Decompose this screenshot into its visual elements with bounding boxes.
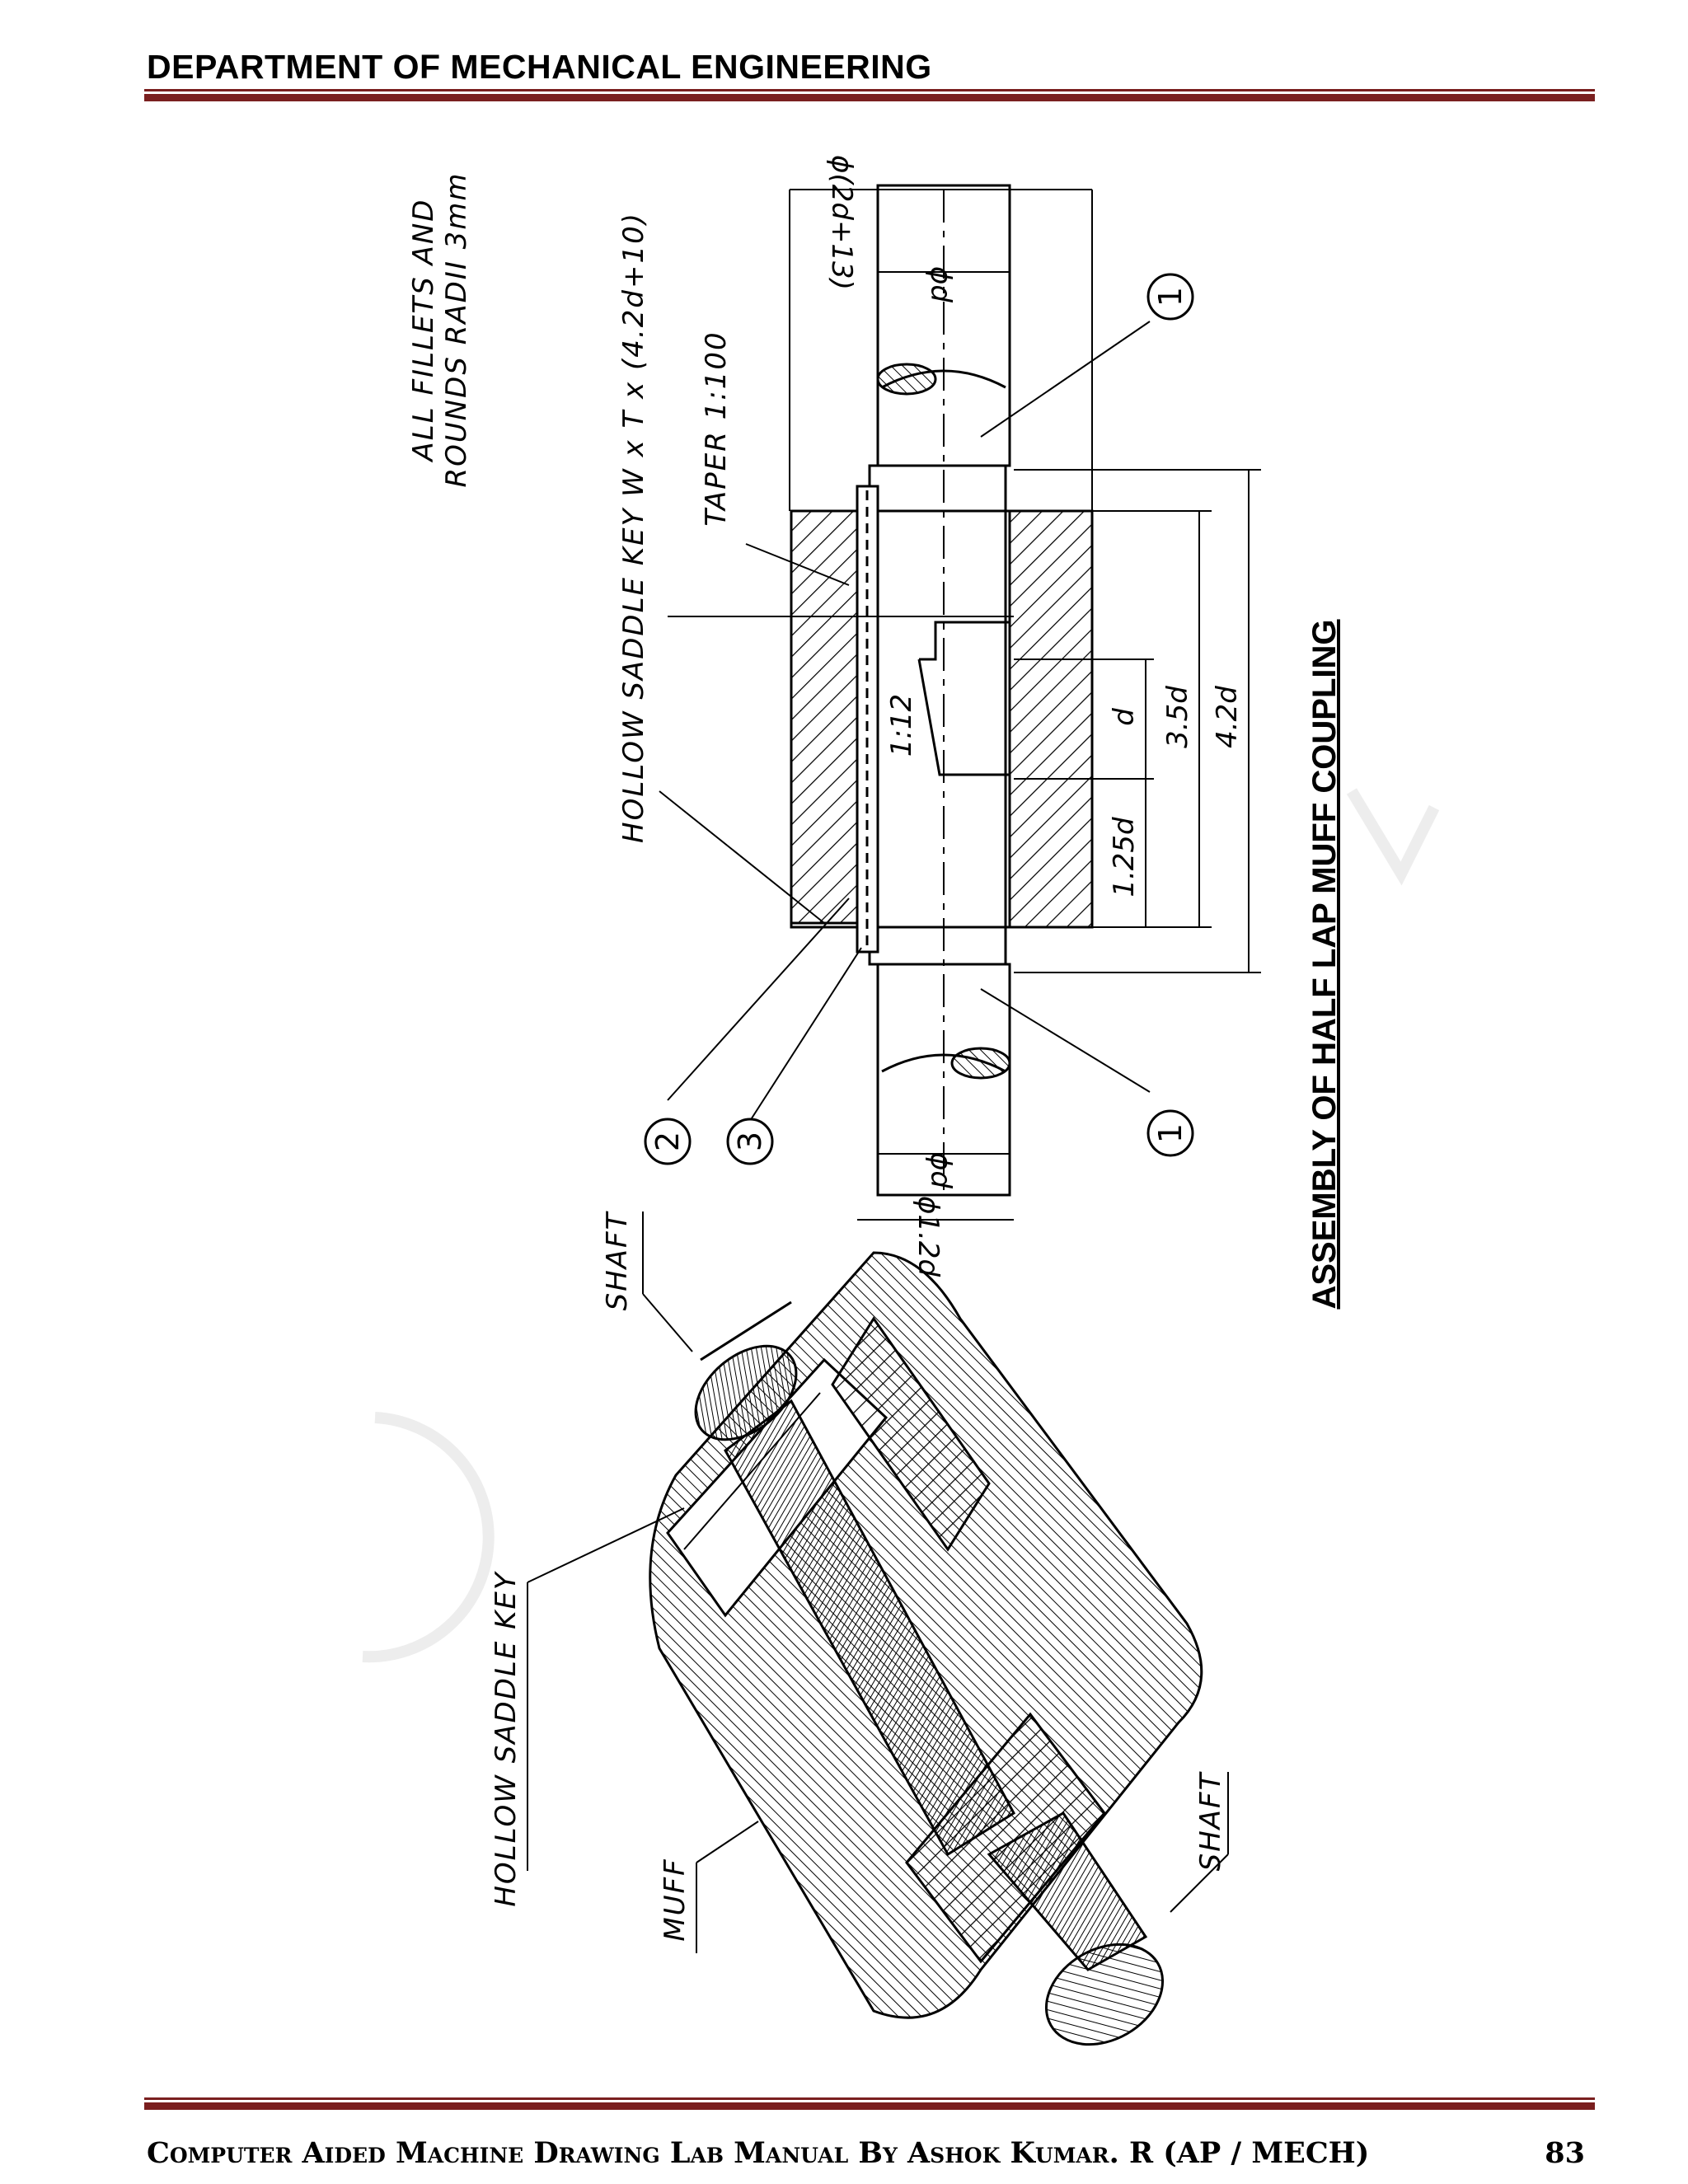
shaft-bottom-end — [1044, 1943, 1165, 2046]
half-length-dim: 1.25d — [1108, 817, 1141, 898]
header-rule — [144, 89, 1595, 101]
lap-length-dim: d — [1108, 708, 1141, 726]
sectional-view — [659, 184, 1261, 1221]
pictorial-shaft-bottom-label: SHAFT — [1194, 1771, 1227, 1871]
key-length-dim: 4.2d — [1211, 686, 1244, 748]
pictorial-key-label: HOLLOW SADDLE KEY — [490, 1571, 523, 1907]
pictorial-view — [527, 1212, 1229, 2046]
balloon-2-label: 2 — [649, 1132, 686, 1151]
shaft-bottom-body — [987, 1811, 1148, 1971]
key-spec-label: HOLLOW SADDLE KEY W x T x (4.2d+10) — [617, 212, 650, 843]
part-balloons — [644, 273, 1194, 1165]
balloon-3-label: 3 — [732, 1132, 768, 1151]
watermark — [362, 788, 1440, 1663]
shoulder-dia-dim: ϕ1.2d — [912, 1196, 945, 1277]
shaft-top-end — [694, 1344, 798, 1441]
note-fillets-line1: ALL FILLETS AND — [407, 199, 440, 463]
shaft-right-end — [876, 184, 1011, 467]
pictorial-shaft-top-label: SHAFT — [601, 1211, 634, 1310]
pictorial-muff-label: MUFF — [659, 1858, 692, 1941]
muff-cut-face-lower — [905, 1712, 1106, 1964]
balloon-2 — [644, 1118, 692, 1165]
footer-rule — [144, 2097, 1595, 2110]
taper-label: TAPER 1:100 — [700, 330, 733, 526]
shaft-dia-right-dim: ϕd — [924, 266, 957, 302]
page-number: 83 — [1545, 2136, 1585, 2170]
outer-dia-dim: ϕ(2d+13) — [825, 155, 858, 290]
balloon-1-top — [1146, 273, 1194, 321]
lap-slope-label: 1:12 — [885, 694, 918, 757]
muff-length-dim: 3.5d — [1161, 686, 1194, 748]
page-header: DEPARTMENT OF MECHANICAL ENGINEERING — [147, 48, 932, 86]
balloon-1-bottom-label: 1 — [1152, 1123, 1189, 1143]
drawing-title: ASSEMBLY OF HALF LAP MUFF COUPLING — [1306, 619, 1343, 1309]
saddle-key — [856, 485, 879, 954]
balloon-1-bottom — [1146, 1109, 1194, 1157]
balloon-1-top-label: 1 — [1152, 287, 1189, 307]
note-fillets-line2: ROUNDS RADII 3mm — [440, 171, 473, 487]
muff-lower-section — [1008, 509, 1094, 929]
footer-text: Computer Aided Machine Drawing Lab Manua… — [147, 2136, 1370, 2170]
shaft-dia-left-dim: ϕd — [924, 1152, 957, 1188]
balloon-3 — [726, 1118, 774, 1165]
page-footer: Computer Aided Machine Drawing Lab Manua… — [147, 2136, 1585, 2170]
